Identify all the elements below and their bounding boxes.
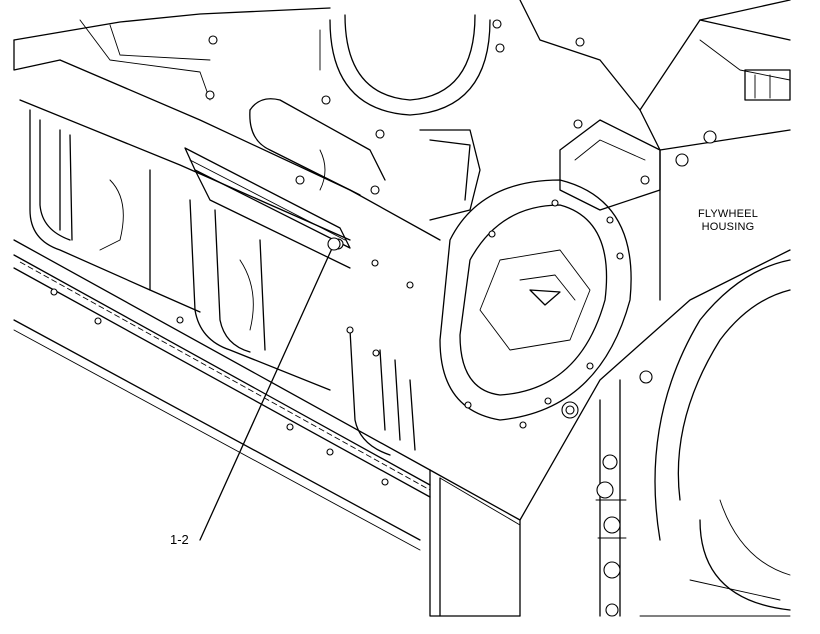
left-tube: [249, 98, 386, 196]
center-opening: [439, 179, 632, 421]
flywheel-housing-label-line1: FLYWHEEL: [697, 208, 759, 220]
bolt-holes: [50, 19, 717, 486]
center-bracket: [419, 119, 661, 221]
callout-label: 1-2: [170, 532, 189, 547]
front-plate: [429, 469, 521, 617]
bolt-column: [561, 370, 653, 617]
block-rail: [184, 147, 351, 269]
top-bore: [319, 14, 491, 116]
lower-rails: [13, 239, 431, 551]
flywheel-housing-label: FLYWHEEL HOUSING: [688, 208, 768, 234]
flywheel-housing-label-line2: HOUSING: [701, 221, 755, 233]
block-side-panel: [29, 109, 416, 456]
block-top-edges: [13, 7, 441, 241]
flywheel-housing-outline: [519, 249, 791, 617]
callout-leader: [199, 237, 341, 541]
